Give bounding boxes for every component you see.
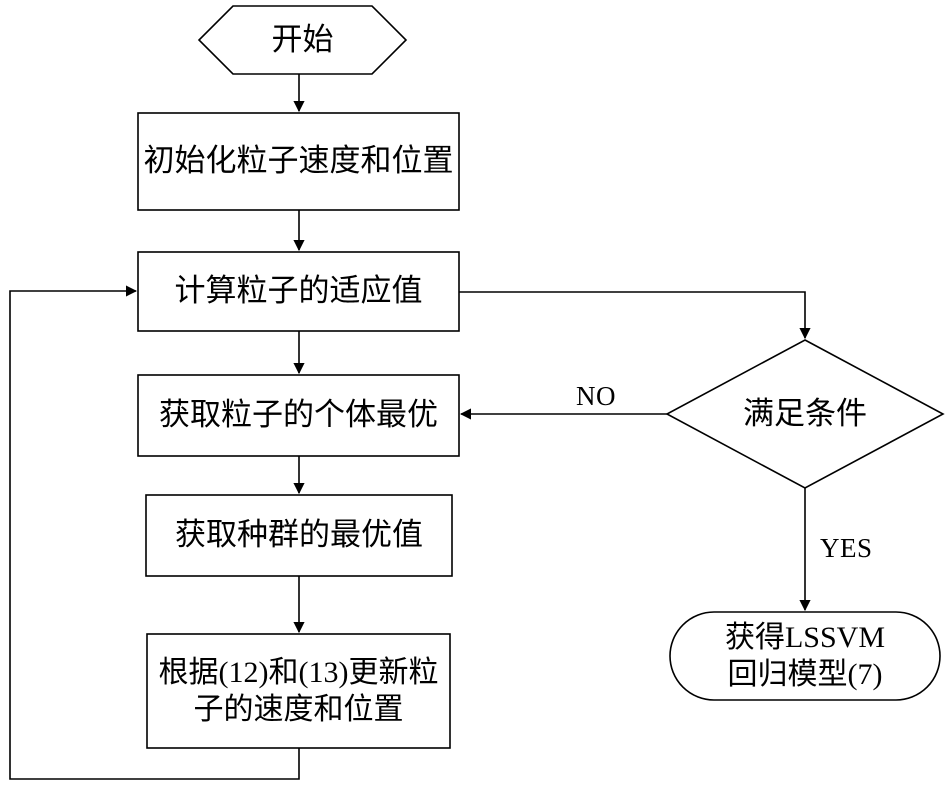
edge-label-no: NO [576, 381, 616, 411]
edge-label-yes: YES [820, 533, 873, 563]
node-condition-shape [665, 339, 945, 489]
node-result-shape [669, 611, 941, 701]
edge-update-feedback-loop [9, 285, 300, 780]
node-pbest-shape [137, 374, 460, 457]
edge-fitness-to-condition [459, 291, 811, 340]
node-init-shape [137, 112, 460, 211]
node-gbest-shape [145, 494, 453, 577]
node-fitness-shape [137, 251, 460, 332]
node-update-shape [146, 633, 451, 749]
node-start-shape [197, 5, 408, 75]
